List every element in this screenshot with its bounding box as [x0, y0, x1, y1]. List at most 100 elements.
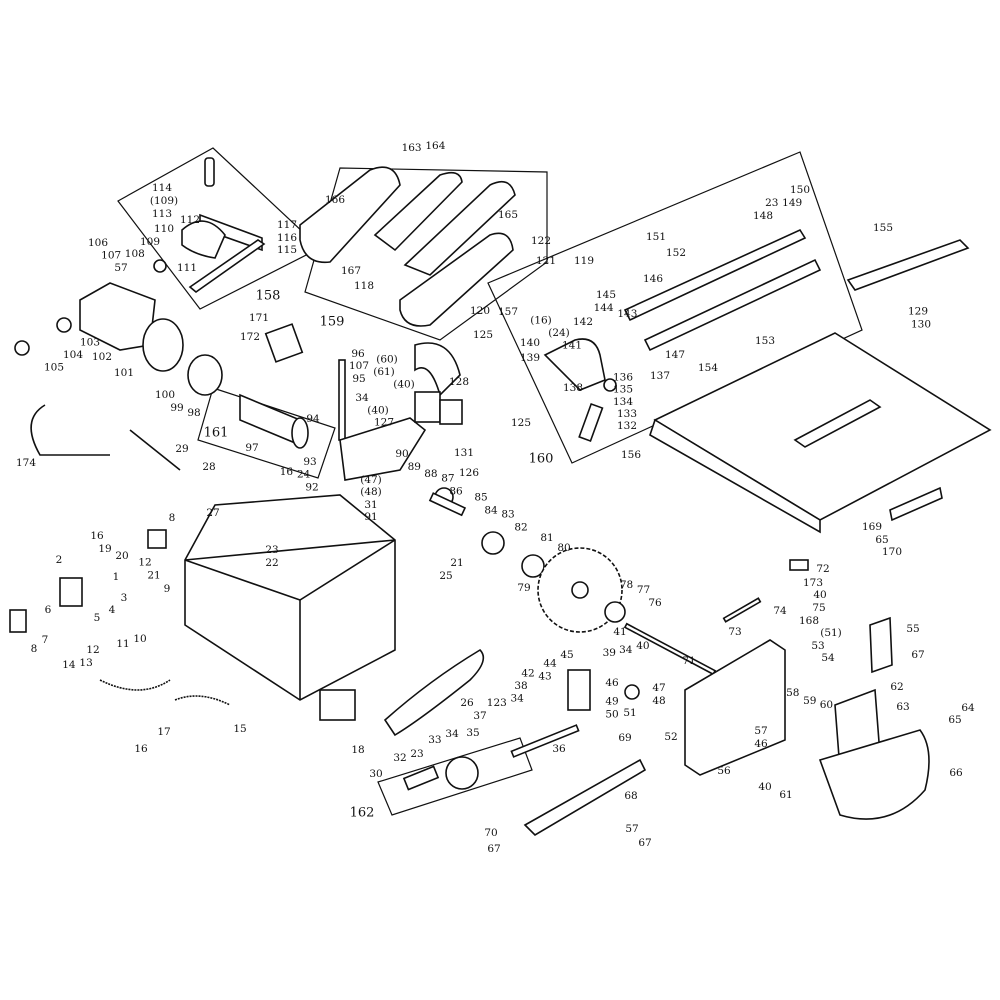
- part-callout-label: 26: [460, 697, 474, 709]
- part-callout-label: 30: [369, 768, 382, 780]
- part-callout-label: 147: [665, 349, 685, 361]
- callout-labels: 114(109)11311211010910811711611511115810…: [16, 140, 975, 855]
- part-callout-label: 105: [44, 361, 64, 373]
- part-callout-label: 125: [473, 329, 493, 341]
- part-callout-label: (47): [360, 474, 382, 486]
- part-callout-label: 82: [514, 521, 527, 533]
- part-callout-label: 19: [98, 543, 111, 555]
- part-callout-label: 131: [454, 447, 474, 459]
- part-callout-label: 107: [349, 360, 369, 372]
- part-callout-label: 161: [204, 426, 229, 441]
- part-callout-label: 4: [109, 604, 116, 616]
- part-callout-label: 8: [31, 643, 38, 655]
- part-callout-label: 28: [202, 461, 215, 473]
- motor-assembly: [14, 282, 309, 471]
- part-callout-label: 34: [355, 392, 369, 404]
- part-callout-label: 116: [277, 232, 297, 244]
- part-callout-label: 46: [754, 738, 768, 750]
- part-callout-label: 60: [820, 699, 833, 711]
- part-callout-label: 22: [265, 557, 278, 569]
- part-callout-label: 44: [543, 658, 557, 670]
- part-callout-label: 134: [613, 396, 633, 408]
- group-161-boundary: [197, 387, 336, 479]
- part-callout-label: 127: [374, 417, 394, 429]
- part-callout-label: 41: [613, 626, 626, 638]
- part-callout-label: 10: [133, 633, 146, 645]
- part-callout-label: (109): [150, 195, 178, 207]
- part-callout-label: 46: [605, 677, 619, 689]
- part-callout-label: 56: [717, 765, 731, 777]
- part-callout-label: 52: [664, 731, 677, 743]
- part-callout-label: 89: [408, 461, 421, 473]
- part-callout-label: 54: [821, 652, 835, 664]
- saw-base: [9, 494, 396, 721]
- part-callout-label: 169: [862, 521, 882, 533]
- part-callout-label: 110: [154, 223, 174, 235]
- part-callout-label: 47: [652, 682, 665, 694]
- part-callout-label: 70: [484, 827, 497, 839]
- part-callout-label: 118: [354, 280, 374, 292]
- part-callout-label: 74: [773, 605, 787, 617]
- part-callout-label: (61): [373, 366, 395, 378]
- part-callout-label: 102: [92, 351, 112, 363]
- part-callout-label: 106: [88, 237, 108, 249]
- part-callout-label: 88: [424, 468, 437, 480]
- part-callout-label: 87: [441, 473, 454, 485]
- part-callout-label: 154: [698, 362, 718, 374]
- part-callout-label: 135: [613, 383, 633, 395]
- part-callout-label: 150: [790, 184, 810, 196]
- part-callout-label: 79: [517, 582, 530, 594]
- part-callout-label: 163: [402, 142, 422, 154]
- part-callout-label: 98: [187, 407, 200, 419]
- part-callout-label: 155: [873, 222, 893, 234]
- part-callout-label: (24): [548, 327, 570, 339]
- part-callout-label: 21: [147, 569, 160, 581]
- part-callout-label: 57: [754, 725, 767, 737]
- part-callout-label: 37: [473, 710, 486, 722]
- part-callout-label: 153: [755, 335, 775, 347]
- part-callout-label: 112: [180, 214, 200, 226]
- part-callout-label: 129: [908, 306, 928, 318]
- part-callout-label: 104: [63, 349, 83, 361]
- part-callout-label: 67: [638, 837, 651, 849]
- part-callout-label: 95: [352, 373, 365, 385]
- part-callout-label: 86: [449, 485, 463, 497]
- part-callout-label: 40: [813, 589, 826, 601]
- part-callout-label: 117: [277, 219, 297, 231]
- part-callout-label: 164: [425, 140, 445, 152]
- part-callout-label: 103: [80, 337, 100, 349]
- part-callout-label: 125: [511, 417, 531, 429]
- part-callout-label: 113: [152, 208, 172, 220]
- part-callout-label: 142: [573, 316, 593, 328]
- part-callout-label: 166: [325, 194, 345, 206]
- part-callout-label: 157: [498, 306, 518, 318]
- part-callout-label: 152: [666, 247, 686, 259]
- part-callout-label: 162: [350, 806, 375, 821]
- part-callout-label: 65: [875, 534, 888, 546]
- part-callout-label: 18: [351, 744, 364, 756]
- part-callout-label: 40: [758, 781, 771, 793]
- part-callout-label: 6: [45, 604, 52, 616]
- group-162-boundary: [377, 737, 533, 816]
- part-callout-label: 151: [646, 231, 666, 243]
- part-callout-label: 85: [474, 492, 487, 504]
- part-callout-label: (40): [393, 378, 415, 390]
- part-callout-label: 80: [557, 542, 570, 554]
- part-callout-label: 138: [563, 382, 583, 394]
- part-callout-label: 119: [574, 255, 594, 267]
- part-callout-label: 45: [560, 649, 573, 661]
- part-callout-label: 136: [613, 371, 633, 383]
- part-callout-label: 32: [393, 752, 406, 764]
- part-callout-label: 23: [410, 748, 423, 760]
- part-callout-label: 36: [552, 743, 566, 755]
- part-callout-label: 58: [786, 687, 799, 699]
- miter-gauge: [153, 157, 266, 294]
- arbor-assembly: [338, 342, 545, 578]
- part-callout-label: 90: [395, 448, 408, 460]
- part-callout-label: 34: [445, 728, 459, 740]
- part-callout-label: 94: [306, 413, 320, 425]
- part-callout-label: 61: [779, 789, 792, 801]
- part-callout-label: 27: [206, 507, 219, 519]
- part-callout-label: 16: [90, 530, 104, 542]
- rear-panel-assembly: [684, 559, 930, 820]
